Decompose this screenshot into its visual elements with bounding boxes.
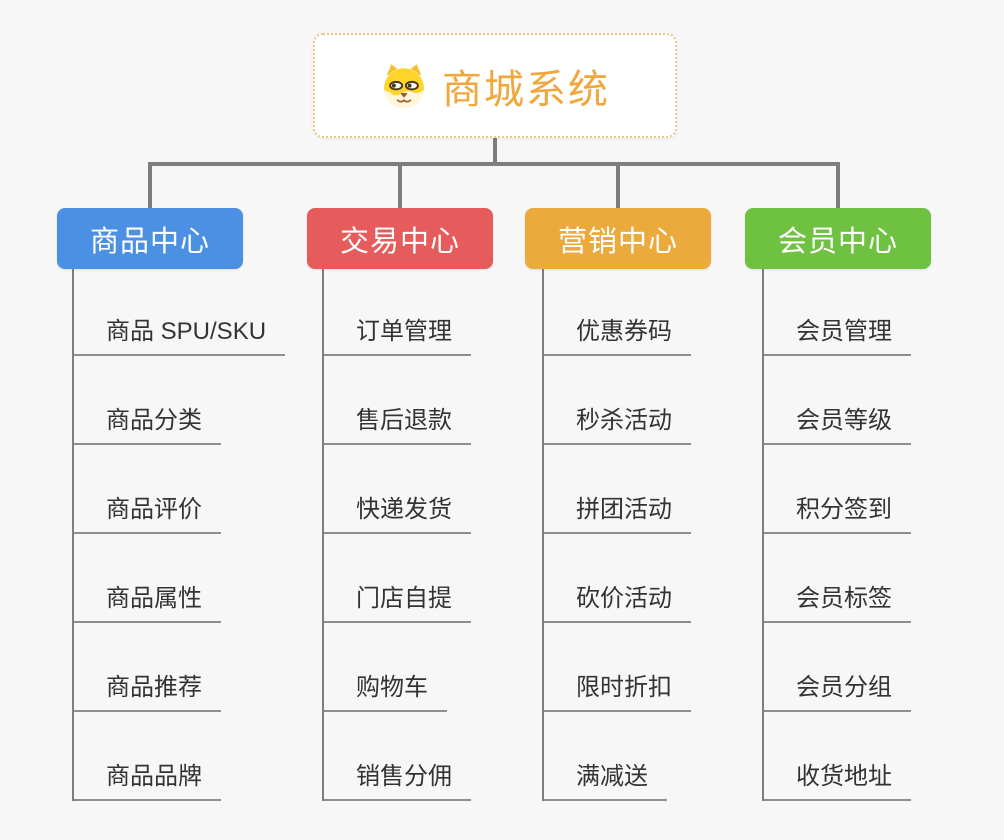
branch-node-label: 交易中心 <box>339 225 460 258</box>
leaf-node[interactable]: 门店自提 <box>322 583 471 623</box>
leaf-node[interactable]: 会员分组 <box>762 672 911 712</box>
branch-node-trade[interactable]: 交易中心 <box>307 208 493 269</box>
branch-children-members: 会员管理会员等级积分签到会员标签会员分组收货地址 <box>762 269 911 801</box>
root-node-title: 商城系统 <box>442 67 610 112</box>
shiba-dog-icon <box>383 63 425 108</box>
leaf-node[interactable]: 砍价活动 <box>542 583 691 623</box>
branch-node-products[interactable]: 商品中心 <box>57 208 243 269</box>
connector-stub-members <box>836 162 840 208</box>
branch-node-label: 会员中心 <box>777 225 898 258</box>
branch-children-marketing: 优惠券码秒杀活动拼团活动砍价活动限时折扣满减送 <box>542 269 691 801</box>
leaf-node[interactable]: 购物车 <box>322 672 447 712</box>
leaf-node[interactable]: 商品 SPU/SKU <box>72 316 286 356</box>
leaf-node[interactable]: 拼团活动 <box>542 494 691 534</box>
branch-children-trade: 订单管理售后退款快递发货门店自提购物车销售分佣 <box>322 269 471 801</box>
leaf-node[interactable]: 商品品牌 <box>72 761 221 801</box>
leaf-node[interactable]: 销售分佣 <box>322 761 471 801</box>
leaf-node[interactable]: 满减送 <box>542 761 667 801</box>
connector-root-stem <box>493 138 497 164</box>
leaf-node[interactable]: 快递发货 <box>322 494 471 534</box>
connector-stub-trade <box>398 162 402 208</box>
leaf-node[interactable]: 优惠券码 <box>542 316 691 356</box>
connector-stub-products <box>148 162 152 208</box>
leaf-node[interactable]: 秒杀活动 <box>542 405 691 445</box>
leaf-node[interactable]: 会员标签 <box>762 583 911 623</box>
leaf-node[interactable]: 会员等级 <box>762 405 911 445</box>
branch-children-products: 商品 SPU/SKU 商品分类商品评价商品属性商品推荐商品品牌 <box>72 269 286 801</box>
leaf-node[interactable]: 商品推荐 <box>72 672 221 712</box>
branch-node-label: 商品中心 <box>89 225 210 258</box>
root-node[interactable]: 商城系统 <box>313 33 677 138</box>
leaf-node[interactable]: 收货地址 <box>762 761 911 801</box>
branch-node-marketing[interactable]: 营销中心 <box>525 208 711 269</box>
connector-stub-marketing <box>616 162 620 208</box>
leaf-node[interactable]: 限时折扣 <box>542 672 691 712</box>
leaf-node[interactable]: 商品属性 <box>72 583 221 623</box>
branch-node-label: 营销中心 <box>557 225 678 258</box>
leaf-node[interactable]: 售后退款 <box>322 405 471 445</box>
leaf-node[interactable]: 商品分类 <box>72 405 221 445</box>
leaf-node[interactable]: 订单管理 <box>322 316 471 356</box>
leaf-node[interactable]: 商品评价 <box>72 494 221 534</box>
connector-horizontal-bar <box>148 162 840 166</box>
leaf-node[interactable]: 会员管理 <box>762 316 911 356</box>
leaf-node[interactable]: 积分签到 <box>762 494 911 534</box>
branch-node-members[interactable]: 会员中心 <box>745 208 931 269</box>
